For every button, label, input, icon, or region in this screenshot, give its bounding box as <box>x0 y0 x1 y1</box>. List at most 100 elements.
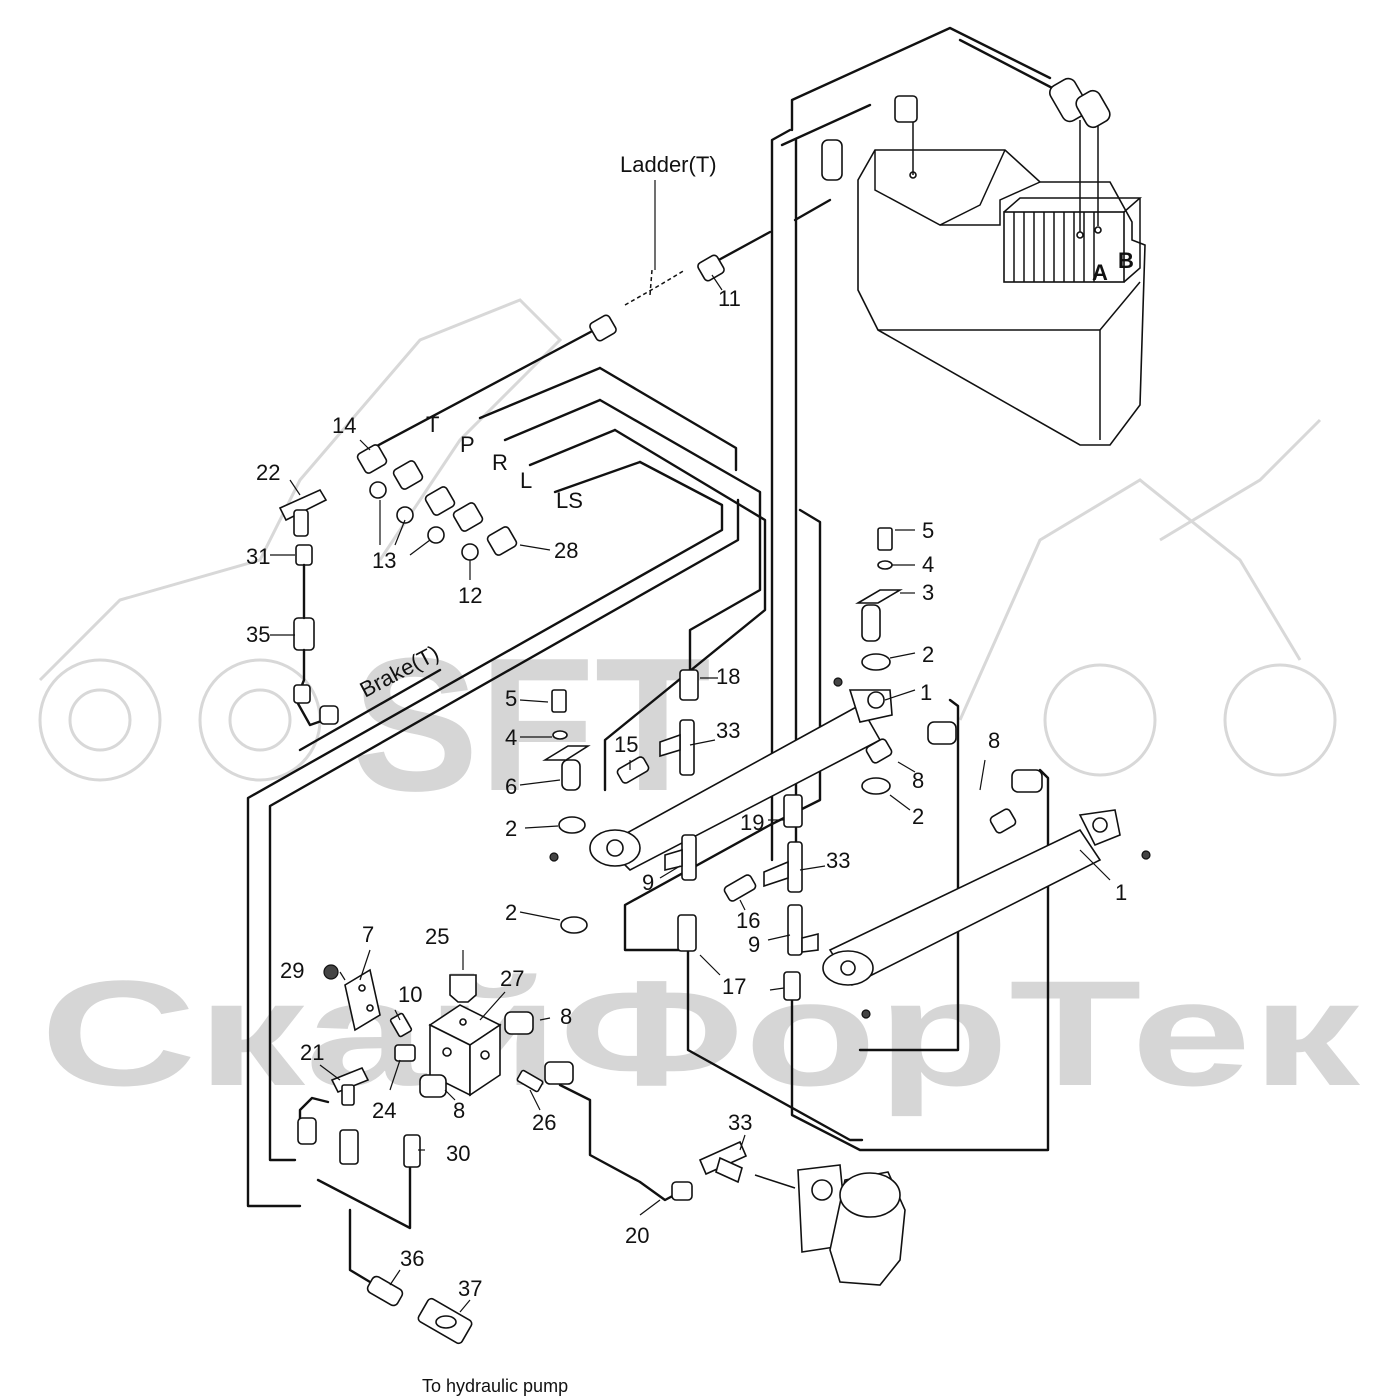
callout-16: 16 <box>736 908 760 933</box>
callout-13: 13 <box>372 548 396 573</box>
callout-8-cylinder-b: 8 <box>912 768 924 793</box>
callout-29: 29 <box>280 958 304 983</box>
adapter-35 <box>293 617 315 651</box>
bolt-10 <box>389 1012 413 1038</box>
callout-2-lower-b: 2 <box>505 900 517 925</box>
callout-3: 3 <box>922 580 934 605</box>
callout-2-upper: 2 <box>922 642 934 667</box>
ladder-tee <box>589 254 725 342</box>
fitting-16 <box>723 874 757 902</box>
callout-2-lower-a: 2 <box>505 816 517 841</box>
hose-left-elbow <box>297 1096 330 1145</box>
callout-2-mid: 2 <box>912 804 924 829</box>
bolt-5-lower <box>551 689 567 713</box>
callout-36: 36 <box>400 1246 424 1271</box>
callout-37: 37 <box>458 1276 482 1301</box>
callout-5-lower: 5 <box>505 686 517 711</box>
to-hydraulic-pump-label: To hydraulic pump <box>422 1376 568 1396</box>
port-a-label: A <box>1092 260 1108 285</box>
port-b-label: B <box>1118 248 1134 273</box>
adapter-31 <box>295 544 313 566</box>
bushing-2-upper <box>861 653 891 671</box>
hose-ends-left <box>356 444 518 561</box>
callout-4-lower: 4 <box>505 725 517 750</box>
line-l-label: L <box>520 468 532 493</box>
callout-8-block-b: 8 <box>453 1098 465 1123</box>
washer-4-upper <box>877 560 893 570</box>
fitting-36 <box>366 1275 404 1307</box>
callout-22: 22 <box>256 460 280 485</box>
callout-31: 31 <box>246 544 270 569</box>
watermark-logo: SFT <box>352 619 711 831</box>
part-callouts: 1 1 2 2 2 2 3 4 4 5 5 6 7 8 8 8 8 9 9 10… <box>246 286 1127 1301</box>
bushing-2-lower-b <box>560 916 588 934</box>
pin-3 <box>855 589 903 642</box>
callout-25: 25 <box>425 924 449 949</box>
watermark-brand: СкайФорТек <box>40 949 1361 1117</box>
elbow-8-cylinder <box>865 721 1043 834</box>
elbow-top-b <box>821 139 843 181</box>
callout-8-cylinder-a: 8 <box>988 728 1000 753</box>
callout-17: 17 <box>722 974 746 999</box>
fitting-lower-left <box>339 1129 359 1165</box>
cylinder-1-lower <box>822 809 1121 987</box>
callout-1-lower: 1 <box>1115 880 1127 905</box>
callout-35: 35 <box>246 622 270 647</box>
tee-9-lower <box>787 904 819 956</box>
tee-33-upper <box>659 719 695 776</box>
nut-29 <box>323 964 339 980</box>
fitting-19 <box>783 794 803 828</box>
control-valve-block: A B <box>857 149 1146 446</box>
tee-33-mid <box>763 841 803 893</box>
callout-5-upper: 5 <box>922 518 934 543</box>
steering-unit <box>797 1164 906 1286</box>
callout-24: 24 <box>372 1098 396 1123</box>
washer-4-lower <box>552 730 568 740</box>
fitting-17a <box>677 914 697 952</box>
callout-19: 19 <box>740 810 764 835</box>
fitting-24 <box>394 1044 416 1062</box>
callout-10: 10 <box>398 982 422 1007</box>
bushing-2-lower-a <box>558 816 586 834</box>
callout-4-upper: 4 <box>922 552 934 577</box>
elbow-top-d <box>1075 89 1111 129</box>
fitting-18 <box>679 669 699 701</box>
callout-33-upper: 33 <box>716 718 740 743</box>
callout-27: 27 <box>500 966 524 991</box>
fitting-26 <box>516 1069 544 1093</box>
callout-6: 6 <box>505 774 517 799</box>
small-nuts <box>549 677 1151 1019</box>
callout-9-upper: 9 <box>642 870 654 895</box>
tee-21 <box>330 1066 370 1106</box>
callout-18: 18 <box>716 664 740 689</box>
ladder-t-label: Ladder(T) <box>620 152 717 177</box>
callout-12: 12 <box>458 583 482 608</box>
valve-sections <box>1003 197 1142 283</box>
watermark: SFT СкайФорТек <box>38 298 1361 1117</box>
tee-22 <box>278 488 328 537</box>
callout-7: 7 <box>362 922 374 947</box>
fitting-17b <box>783 971 801 1001</box>
callout-15: 15 <box>614 732 638 757</box>
bolt-5-upper <box>877 527 893 551</box>
fitting-15 <box>616 756 650 784</box>
elbow-top-a <box>894 95 918 123</box>
callout-26: 26 <box>532 1110 556 1135</box>
callout-28: 28 <box>554 538 578 563</box>
fittings <box>278 77 1151 1345</box>
callout-11: 11 <box>718 286 741 311</box>
fitting-30 <box>403 1134 421 1168</box>
callout-20: 20 <box>625 1223 649 1248</box>
hose-20-end <box>638 1180 693 1202</box>
leader-lines <box>270 180 1111 1313</box>
coupling-block-right <box>544 1061 574 1085</box>
elbow-8-block <box>419 1011 534 1098</box>
line-p-label: P <box>460 432 475 457</box>
line-r-label: R <box>492 450 508 475</box>
callout-21: 21 <box>300 1040 324 1065</box>
callout-30: 30 <box>446 1141 470 1166</box>
bushing-2-mid <box>861 777 891 795</box>
tee-9-upper <box>664 834 697 881</box>
